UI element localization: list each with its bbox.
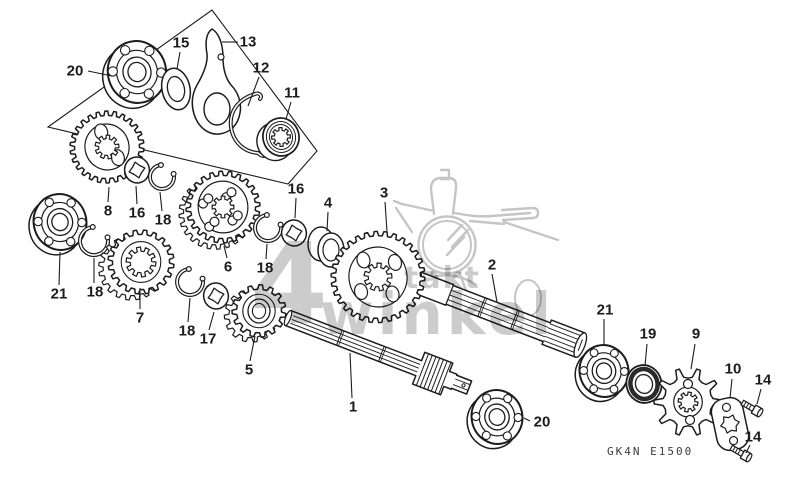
part-number-label: 10 — [725, 361, 742, 378]
snap-ring-18c — [78, 224, 111, 258]
leader-line — [135, 185, 138, 205]
sprocket-plate-10 — [710, 396, 750, 452]
part-number-label: 18 — [155, 212, 172, 229]
leader-line — [326, 211, 329, 232]
part-number-label: 18 — [179, 323, 196, 340]
part-number-label: 14 — [745, 429, 762, 446]
lock-washer-16b — [280, 219, 308, 247]
part-number-label: 18 — [257, 260, 274, 277]
lock-washer-17 — [202, 282, 230, 310]
part-number-label: 7 — [136, 310, 144, 327]
watermark-word-main: winkel — [320, 280, 555, 348]
gear-7 — [98, 229, 175, 301]
part-number-label: 21 — [597, 302, 614, 319]
shift-arm-13 — [191, 28, 242, 135]
snap-ring-18d — [175, 266, 206, 297]
leader-line — [249, 335, 256, 362]
diagram-code: GK4N E1500 — [607, 445, 693, 458]
leader-line — [58, 251, 61, 286]
part-number-label: 11 — [284, 85, 300, 102]
leader-line — [187, 297, 191, 323]
bearing-21-left — [28, 193, 88, 256]
leader-line — [285, 101, 292, 120]
washer-15 — [160, 67, 192, 111]
part-number-label: 6 — [224, 259, 232, 276]
bolt-14b — [729, 444, 753, 463]
leader-line — [756, 388, 762, 405]
leader-line — [690, 343, 696, 370]
part-number-label: 19 — [640, 326, 657, 343]
part-number-label: 3 — [380, 185, 388, 202]
leader-line — [523, 417, 531, 422]
part-number-label: 16 — [129, 205, 146, 222]
part-number-label: 20 — [534, 414, 551, 431]
oil-seal-19 — [625, 364, 663, 404]
part-number-label: 18 — [87, 284, 104, 301]
watermark-word-small: takt — [404, 261, 481, 296]
mainshaft-1 — [283, 309, 473, 396]
leader-line — [107, 186, 110, 203]
leader-line — [176, 51, 181, 70]
bearing-20-top — [101, 40, 168, 110]
drive-sprocket-9 — [653, 368, 723, 436]
leader-line — [349, 352, 353, 399]
part-number-label: 17 — [200, 331, 217, 348]
part-number-label: 15 — [173, 35, 190, 52]
lock-washer-16a — [123, 156, 151, 184]
leader-line — [644, 343, 648, 367]
part-number-label: 1 — [349, 399, 357, 416]
leader-line — [729, 378, 733, 399]
parts-layer — [28, 28, 764, 463]
part-number-label: 2 — [488, 257, 496, 274]
part-number-label: 9 — [692, 326, 700, 343]
spline-hub-11 — [256, 117, 300, 162]
leader-line — [745, 444, 751, 454]
bolt-14a — [740, 399, 764, 418]
shop-watermark: 4 takt winkel — [250, 220, 555, 350]
snap-ring-18a — [148, 162, 177, 191]
leader-line — [159, 191, 163, 212]
leader-line — [208, 311, 215, 331]
leader-line — [294, 197, 297, 219]
leader-line — [384, 201, 388, 233]
part-number-label: 4 — [324, 195, 333, 212]
part-number-label: 5 — [245, 362, 253, 379]
shifter-gear-6 — [178, 170, 261, 250]
bearing-20-bottom — [466, 389, 524, 450]
part-number-label: 20 — [67, 63, 84, 80]
gear-5 — [223, 284, 287, 343]
part-number-label: 8 — [104, 203, 112, 220]
watermark-numeral: 4 — [250, 220, 328, 350]
leader-line — [223, 245, 228, 259]
part-number-label: 12 — [253, 60, 270, 77]
bearing-21-right — [574, 344, 630, 403]
gear-3 — [330, 230, 426, 324]
leader-line — [247, 76, 260, 107]
part-number-label: 21 — [51, 286, 68, 303]
leader-line — [265, 243, 268, 260]
leader-line — [491, 273, 498, 303]
leader-line — [87, 70, 113, 77]
snap-ring-18b — [253, 212, 284, 243]
part-number-label: 13 — [240, 34, 257, 51]
part-number-label: 16 — [288, 181, 305, 198]
part-number-label: 14 — [755, 372, 772, 389]
